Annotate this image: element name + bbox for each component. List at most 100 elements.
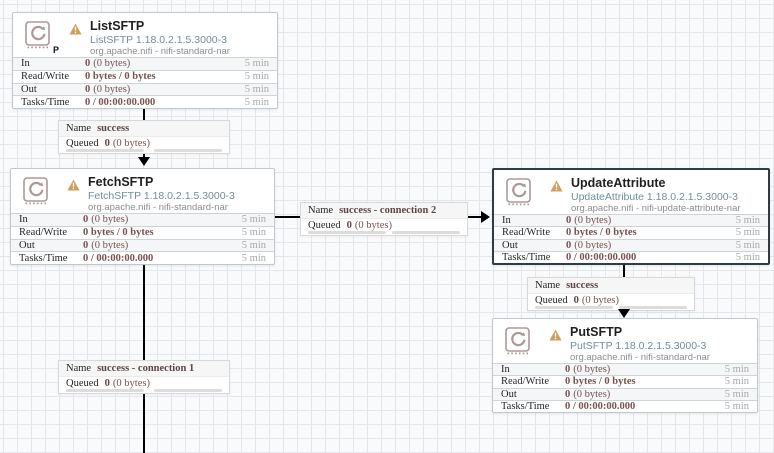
- stat-label: In: [19, 214, 28, 226]
- connection-label-success-connection-2[interactable]: Name success - connection 2 Queued 0(0 byt…: [300, 202, 468, 236]
- stat-row-tasks: Tasks/Time 0 / 00:00:00.000 5 min: [493, 399, 757, 412]
- stat-row-in: In 0(0 bytes) 5 min: [11, 213, 274, 226]
- processor-name: UpdateAttribute: [571, 176, 666, 190]
- queue-size-bar: [154, 389, 222, 392]
- stat-label: Tasks/Time: [501, 400, 550, 412]
- connection-name-value: success - connection 2: [339, 205, 437, 216]
- connection-queued-count: 0: [104, 138, 110, 149]
- stat-window: 5 min: [241, 214, 266, 226]
- queue-count-bar: [66, 389, 144, 392]
- processor-header: PutSFTP PutSFTP 1.18.0.2.1.5.3000-3 org.…: [493, 319, 757, 363]
- connection-name-row: Name success: [59, 121, 229, 137]
- connection-name-key: Name: [66, 123, 92, 134]
- stat-window: 5 min: [244, 96, 269, 108]
- stat-label: Out: [501, 388, 517, 400]
- stat-row-readwrite: Read/Write 0 bytes / 0 bytes 5 min: [493, 375, 757, 387]
- processor-listsftp[interactable]: P ListSFTP ListSFTP 1.18.0.2.1.5.3000-3 …: [12, 12, 278, 109]
- connection-queued-key: Queued: [308, 220, 341, 231]
- stat-row-tasks: Tasks/Time 0 / 00:00:00.000 5 min: [13, 95, 277, 108]
- stat-row-out: Out 0(0 bytes) 5 min: [11, 238, 274, 252]
- connection-name-key: Name: [66, 363, 92, 374]
- connection-name-value: success: [97, 123, 130, 134]
- stat-label: Out: [19, 239, 35, 251]
- stat-label: Read/Write: [502, 227, 550, 239]
- processor-bundle: org.apache.nifi - nifi-standard-nar: [88, 202, 228, 214]
- connection-name-key: Name: [535, 280, 561, 291]
- stat-window: 5 min: [244, 58, 269, 70]
- connection-queued-size: (0 bytes): [354, 220, 392, 231]
- processor-bundle: org.apache.nifi - nifi-update-attribute-…: [571, 203, 741, 215]
- processor-type-version: UpdateAttribute 1.18.0.2.1.5.3000-3: [571, 191, 738, 204]
- stat-window: 5 min: [244, 83, 269, 95]
- stat-value: 0: [83, 214, 89, 226]
- primary-node-badge: P: [52, 45, 59, 55]
- stat-value: 0 bytes / 0 bytes: [566, 227, 637, 239]
- queue-count-bar: [535, 306, 613, 309]
- stat-label: Read/Write: [21, 71, 69, 83]
- warning-icon: [550, 179, 563, 197]
- stat-window: 5 min: [735, 215, 760, 227]
- connection-name-key: Name: [308, 205, 334, 216]
- queue-size-bar: [154, 149, 222, 152]
- stat-value-detail: (0 bytes): [93, 58, 131, 70]
- connection-queued-size: (0 bytes): [112, 138, 150, 149]
- connection-name-value: success: [566, 280, 599, 291]
- connection-name-row: Name success - connection 2: [301, 203, 467, 219]
- stat-window: 5 min: [244, 71, 269, 83]
- connection-name-value: success - connection 1: [97, 363, 195, 374]
- stat-label: Read/Write: [501, 376, 549, 388]
- stat-row-readwrite: Read/Write 0 bytes / 0 bytes 5 min: [11, 225, 274, 239]
- processor-icon: P: [23, 20, 59, 55]
- connection-queued-key: Queued: [66, 378, 99, 389]
- processor-putsftp[interactable]: PutSFTP PutSFTP 1.18.0.2.1.5.3000-3 org.…: [492, 318, 758, 413]
- processor-name: ListSFTP: [90, 19, 145, 33]
- stat-window: 5 min: [724, 364, 749, 376]
- stat-value: 0: [565, 388, 571, 400]
- stat-value-detail: (0 bytes): [91, 214, 129, 226]
- stat-value: 0: [85, 58, 91, 70]
- stat-window: 5 min: [735, 239, 760, 251]
- queue-size-bar: [619, 306, 687, 309]
- stat-window: 5 min: [241, 252, 266, 264]
- processor-header: UpdateAttribute UpdateAttribute 1.18.0.2…: [494, 170, 768, 214]
- stat-value: 0: [566, 239, 572, 251]
- arrowhead-down-icon: [618, 309, 630, 318]
- stat-row-in: In 0(0 bytes) 5 min: [493, 363, 757, 376]
- connection-queued-size: (0 bytes): [112, 378, 150, 389]
- processor-updateattribute[interactable]: UpdateAttribute UpdateAttribute 1.18.0.2…: [492, 168, 770, 265]
- warning-icon: [69, 22, 82, 40]
- processor-type-version: FetchSFTP 1.18.0.2.1.5.3000-3: [88, 190, 235, 203]
- stat-value: 0: [85, 83, 91, 95]
- connection-queued-key: Queued: [535, 295, 568, 306]
- connection-queued-size: (0 bytes): [581, 295, 619, 306]
- stat-value-detail: (0 bytes): [91, 239, 129, 251]
- connection-line-fetch-down[interactable]: [143, 265, 145, 453]
- stat-label: Out: [502, 239, 518, 251]
- stat-value-detail: (0 bytes): [573, 364, 611, 376]
- stat-value: 0 / 00:00:00.000: [565, 400, 636, 412]
- connection-queued-count: 0: [346, 220, 352, 231]
- processor-header: P ListSFTP ListSFTP 1.18.0.2.1.5.3000-3 …: [13, 13, 277, 57]
- warning-icon: [67, 178, 80, 196]
- processor-icon: [504, 177, 538, 211]
- stat-value: 0 bytes / 0 bytes: [565, 376, 636, 388]
- stat-value: 0: [566, 215, 572, 227]
- connection-queued-row: Queued 0(0 bytes): [301, 219, 467, 235]
- processor-icon: [21, 176, 55, 210]
- processor-bundle: org.apache.nifi - nifi-standard-nar: [570, 352, 710, 364]
- processor-bundle: org.apache.nifi - nifi-standard-nar: [90, 46, 230, 58]
- stat-label: Read/Write: [19, 227, 67, 239]
- processor-fetchsftp[interactable]: FetchSFTP FetchSFTP 1.18.0.2.1.5.3000-3 …: [10, 168, 275, 265]
- stat-label: Tasks/Time: [21, 96, 70, 108]
- processor-name: FetchSFTP: [88, 175, 154, 189]
- stat-window: 5 min: [241, 227, 266, 239]
- stat-row-tasks: Tasks/Time 0 / 00:00:00.000 5 min: [494, 250, 768, 263]
- stat-label: Tasks/Time: [19, 252, 68, 264]
- processor-type-version: PutSFTP 1.18.0.2.1.5.3000-3: [570, 340, 707, 353]
